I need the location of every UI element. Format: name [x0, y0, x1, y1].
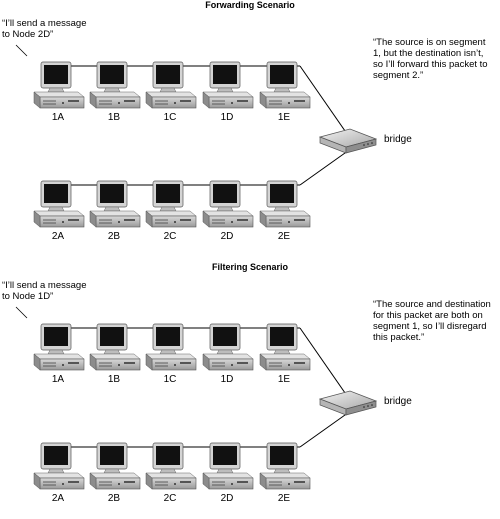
- node-label: 1D: [221, 374, 234, 385]
- desktop-computer-icon: [33, 61, 85, 109]
- bridge-label: bridge: [384, 396, 412, 407]
- speech-pointer: [15, 44, 28, 57]
- desktop-computer-icon: [33, 323, 85, 371]
- desktop-computer-icon: [259, 180, 311, 228]
- node-label: 2C: [164, 231, 177, 242]
- desktop-computer-icon: [145, 442, 197, 490]
- desktop-computer-icon: [202, 61, 254, 109]
- node-label: 2D: [221, 231, 234, 242]
- sender-quote-line: “I’ll send a message: [2, 18, 86, 29]
- node-label: 2D: [221, 493, 234, 504]
- desktop-computer-icon: [89, 180, 141, 228]
- forwarding-scenario: Forwarding Scenario “I’ll send a messaget…: [2, 0, 488, 242]
- scenario-title: Forwarding Scenario: [205, 0, 295, 10]
- sender-quote-line: to Node 1D”: [2, 291, 53, 302]
- desktop-computer-icon: [145, 180, 197, 228]
- node-label: 2E: [278, 493, 291, 504]
- bridge-label: bridge: [384, 134, 412, 145]
- node-label: 1A: [52, 112, 65, 123]
- node-label: 2E: [278, 231, 291, 242]
- node-label: 1B: [108, 112, 121, 123]
- desktop-computer-icon: [202, 323, 254, 371]
- desktop-computer-icon: [33, 180, 85, 228]
- node-label: 1E: [278, 374, 291, 385]
- desktop-computer-icon: [202, 180, 254, 228]
- segment-1-bridge-link: [299, 65, 353, 142]
- sender-quote-line: to Node 2D”: [2, 29, 53, 40]
- node-label: 1B: [108, 374, 121, 385]
- bridge-quote-line: “The source is on segment: [373, 37, 486, 48]
- bridge-quote-line: 1, but the destination isn’t,: [373, 48, 483, 59]
- speech-pointer: [15, 306, 28, 319]
- desktop-computer-icon: [145, 323, 197, 371]
- desktop-computer-icon: [89, 442, 141, 490]
- scenario-title: Filtering Scenario: [212, 262, 289, 272]
- desktop-computer-icon: [89, 61, 141, 109]
- desktop-computer-icon: [259, 442, 311, 490]
- bridge-quote-line: this packet.”: [373, 332, 424, 343]
- segment-2-bridge-link: [299, 147, 353, 186]
- segment-1-bridge-link: [299, 327, 353, 404]
- bridge-quote-line: segment 2.”: [373, 70, 423, 81]
- node-label: 1E: [278, 112, 291, 123]
- node-label: 1A: [52, 374, 65, 385]
- node-label: 1D: [221, 112, 234, 123]
- desktop-computer-icon: [89, 323, 141, 371]
- desktop-computer-icon: [202, 442, 254, 490]
- bridge-icon: [319, 390, 377, 416]
- bridge-quote-line: for this packet are both on: [373, 310, 483, 321]
- node-label: 1C: [164, 374, 177, 385]
- segment-2-bridge-link: [299, 409, 353, 448]
- node-label: 1C: [164, 112, 177, 123]
- bridge-quote-line: “The source and destination: [373, 299, 491, 310]
- desktop-computer-icon: [145, 61, 197, 109]
- bridge-icon: [319, 128, 377, 154]
- sender-quote-line: “I’ll send a message: [2, 280, 86, 291]
- desktop-computer-icon: [33, 442, 85, 490]
- node-label: 2C: [164, 493, 177, 504]
- bridge-quote-line: so I’ll forward this packet to: [373, 59, 488, 70]
- filtering-scenario: Filtering Scenario “I’ll send a messageto…: [2, 262, 491, 504]
- bridge-quote-line: segment 1, so I’ll disregard: [373, 321, 487, 332]
- node-label: 2B: [108, 493, 121, 504]
- node-label: 2A: [52, 493, 65, 504]
- node-label: 2A: [52, 231, 65, 242]
- node-label: 2B: [108, 231, 121, 242]
